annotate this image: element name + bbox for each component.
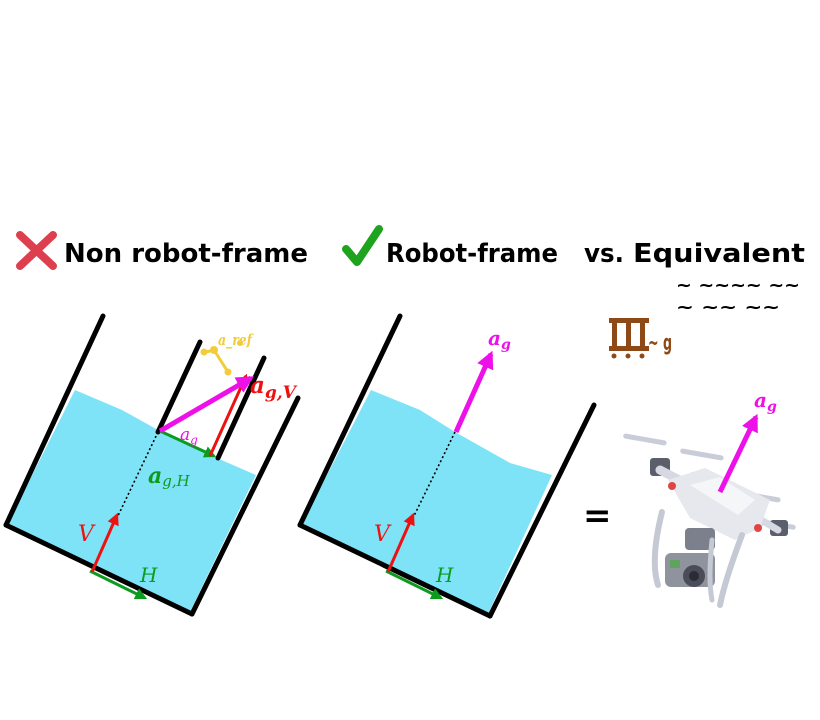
cross-icon — [16, 231, 57, 270]
container-bottom — [3, 522, 195, 617]
container-bottom — [297, 522, 493, 619]
dotted-normal-line — [115, 431, 159, 521]
gravity-arrow — [158, 375, 255, 434]
gravity-horizontal-small-label: ag — [180, 425, 198, 447]
container-right-wall — [487, 402, 597, 619]
reference-frame-label: a_ref — [218, 331, 254, 349]
horizontal-axis-arrow — [89, 569, 148, 600]
gravity-horizontal-component-arrow — [159, 429, 217, 458]
equivalent-label: Equivalent — [633, 239, 805, 269]
water-body — [8, 390, 256, 612]
vertical-axis-label: V — [374, 522, 392, 547]
header-row: Non robot-frame Robot-frame vs. Equivale… — [16, 225, 805, 318]
middle-panel: ag V H — [297, 313, 597, 619]
right-panel: = ~ g — [583, 318, 796, 608]
non-robot-frame-label: Non robot-frame — [64, 239, 308, 269]
dotted-normal-line — [411, 431, 456, 521]
reference-line-right — [215, 355, 267, 461]
drone-gravity-label: ag — [754, 388, 777, 415]
robot-frame-label: Robot-frame — [386, 239, 558, 269]
equivalent-sub-line-2: ~ ~~ ~~ — [676, 297, 780, 318]
equivalent-sub-line-1: ~ ~~~~ ~~ — [676, 275, 800, 296]
vs-label: vs. — [584, 239, 624, 269]
drone-icon — [623, 433, 796, 608]
check-icon — [342, 225, 383, 266]
gravity-label: ag — [488, 326, 511, 353]
gravity-vertical-component-arrow — [208, 373, 248, 457]
robot-arm-icon — [609, 318, 649, 359]
gravity-arrow — [453, 350, 494, 434]
drone-gravity-arrow — [717, 413, 759, 494]
gravity-horizontal-component-label: ag,H — [148, 463, 191, 490]
horizontal-axis-label: H — [435, 563, 454, 587]
left-panel: a_ref ag,V ag ag,H V H — [3, 313, 301, 617]
vertical-axis-label: V — [78, 522, 96, 547]
gravity-vertical-label: ag,V — [250, 372, 298, 403]
horizontal-axis-arrow — [385, 569, 444, 600]
reference-line-left — [155, 339, 203, 435]
horizontal-axis-label: H — [139, 563, 158, 587]
vertical-axis-arrow — [90, 512, 119, 573]
water-body — [302, 390, 552, 614]
container-left-wall — [297, 313, 403, 528]
robot-arm-label: ~ g — [648, 331, 672, 356]
container-left-wall — [3, 313, 106, 528]
reference-frame-icon — [200, 340, 243, 376]
container-right-wall — [189, 395, 301, 617]
vertical-axis-arrow — [386, 512, 415, 573]
equals-label: = — [583, 496, 612, 536]
